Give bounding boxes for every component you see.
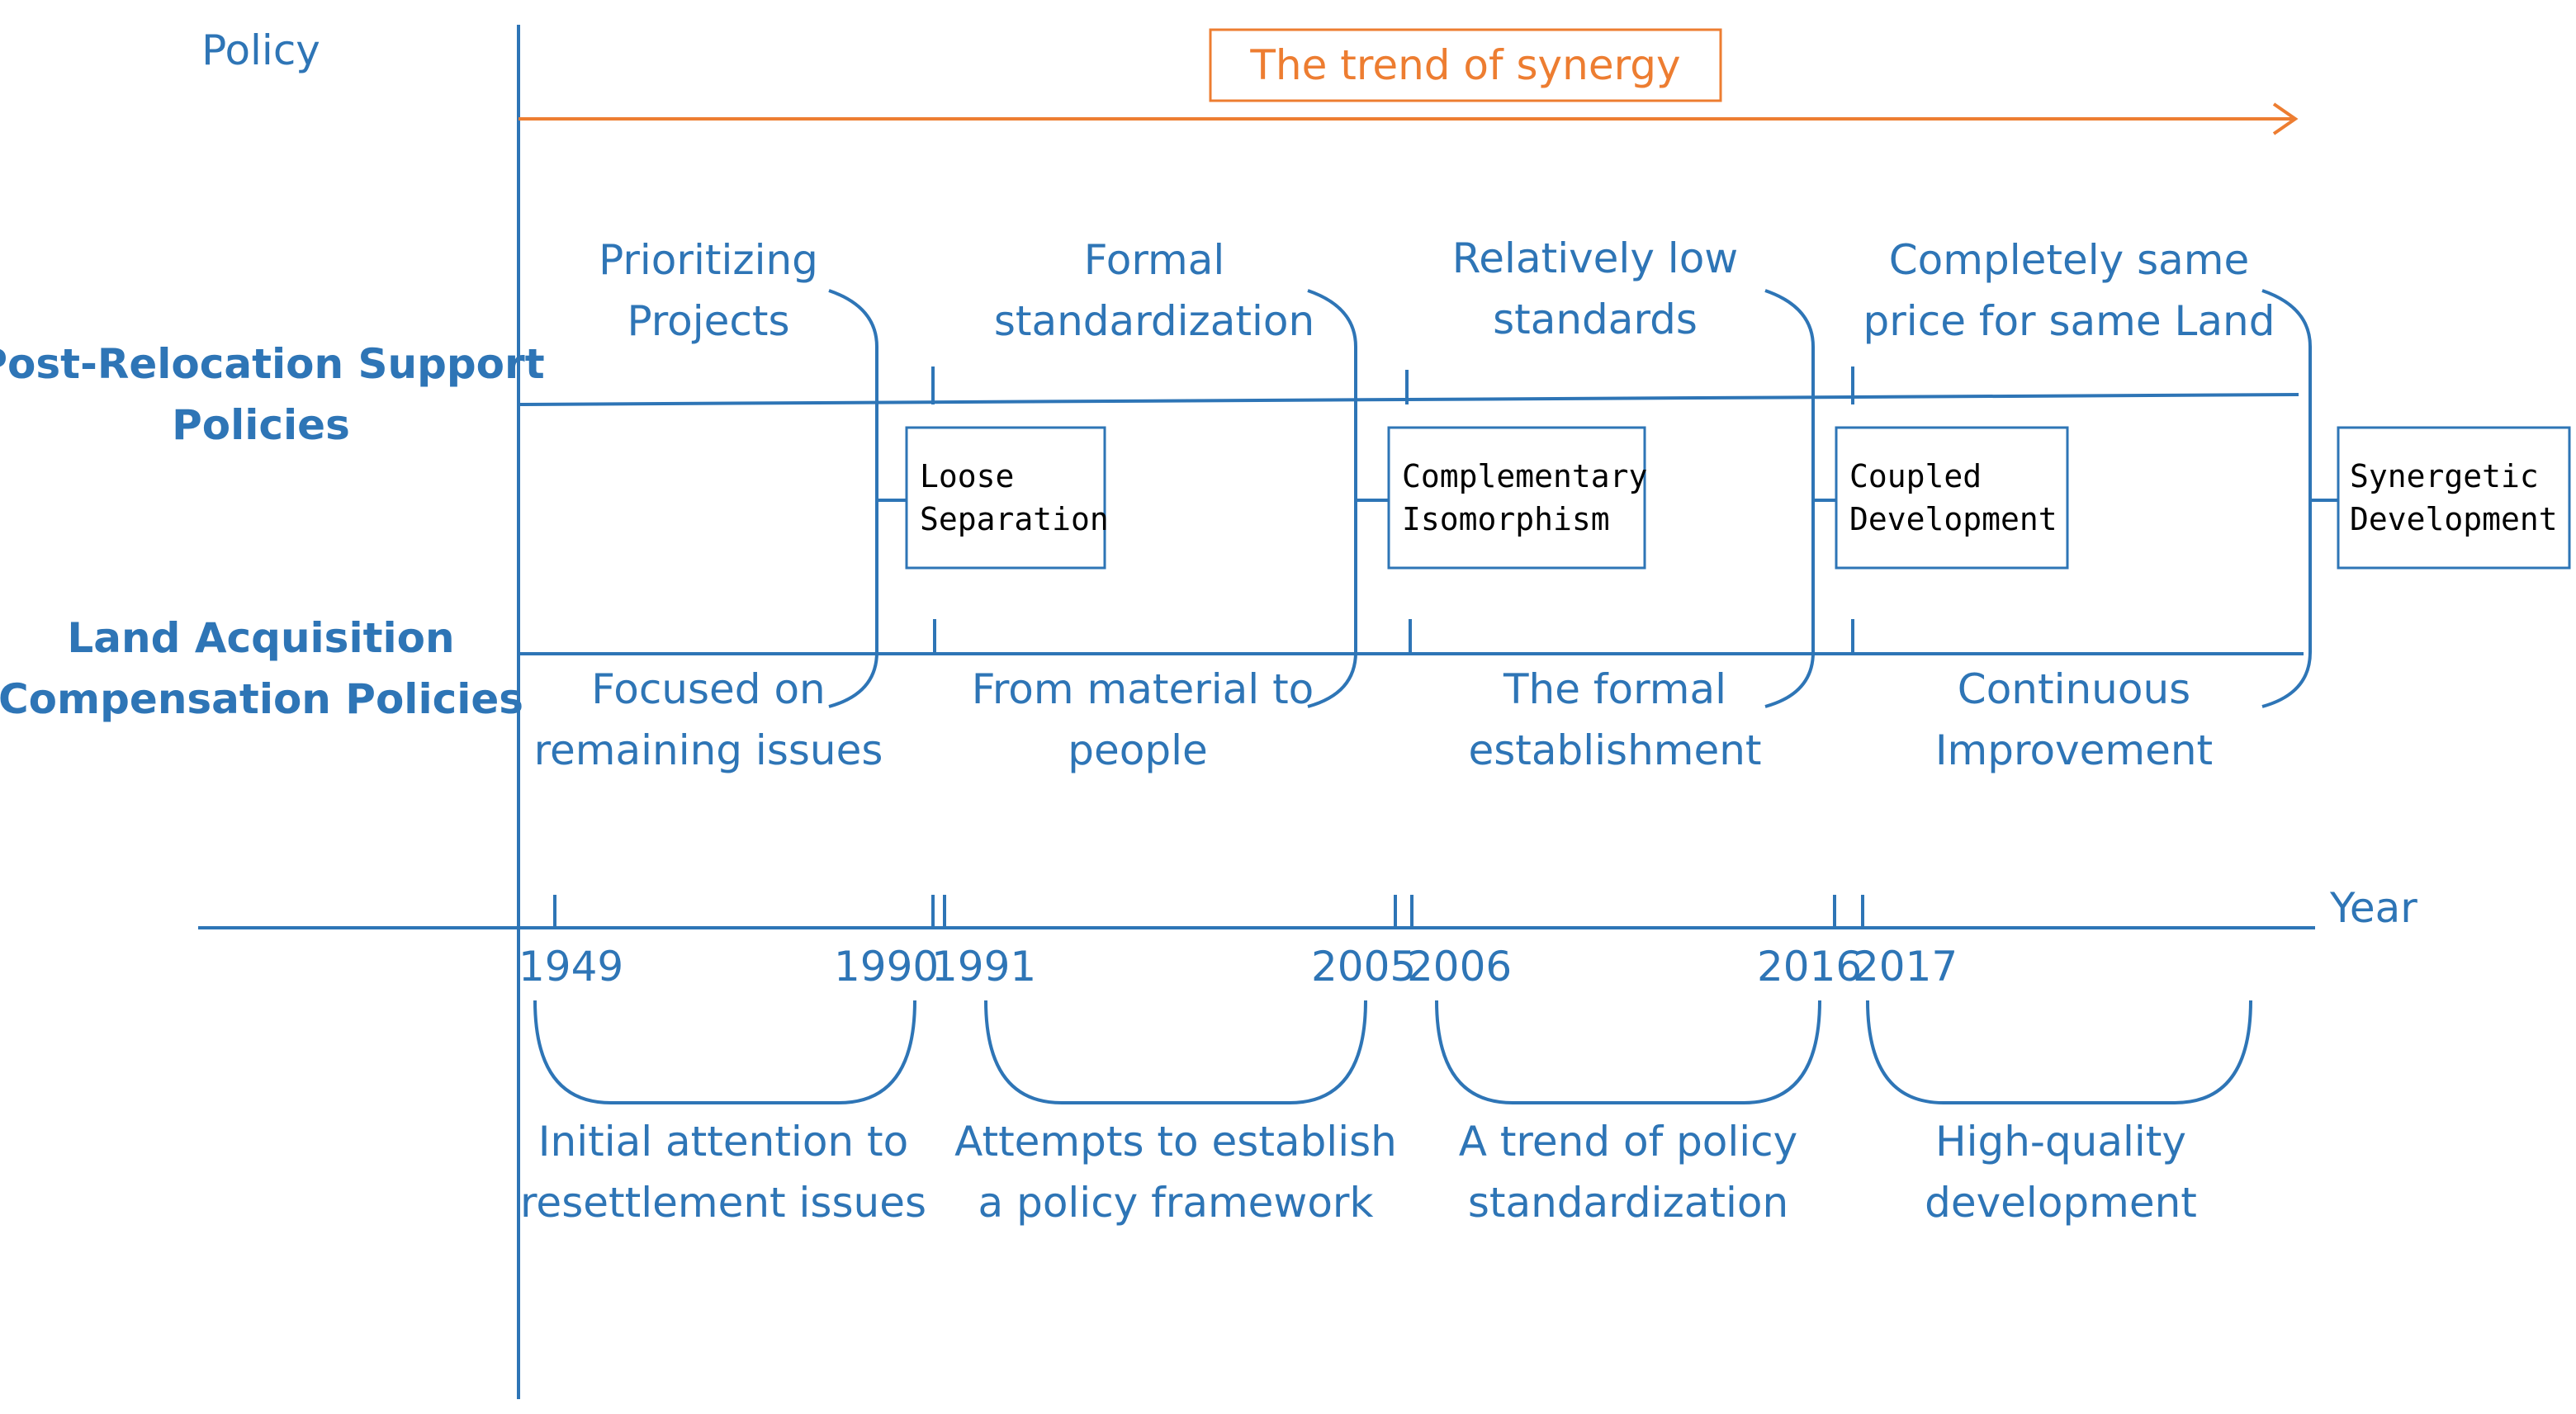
stage-bracket xyxy=(828,289,878,708)
compensation-label-3-line1: The formal xyxy=(1503,665,1726,713)
trend-label: The trend of synergy xyxy=(1249,41,1680,89)
support-label-2-line2: standardization xyxy=(994,297,1314,345)
period-label-4-line1: High-quality xyxy=(1935,1118,2186,1166)
year-label-1949: 1949 xyxy=(519,943,623,991)
period-label-2-line1: Attempts to establish xyxy=(954,1118,1397,1166)
period-brace xyxy=(984,1000,1367,1104)
period-label-1-line2: resettlement issues xyxy=(520,1179,926,1227)
row-header-support: Post-Relocation Support Policies xyxy=(0,340,545,449)
period-labels: Initial attention to resettlement issues… xyxy=(520,1118,2197,1227)
stage-coupled-development-line2: Development xyxy=(1849,501,2057,537)
stage-coupled-development-line1: Coupled xyxy=(1849,458,1982,494)
stage-synergetic-development-line1: Synergetic xyxy=(2350,458,2539,494)
row-header-compensation-line1: Land Acquisition xyxy=(67,614,454,662)
support-label-2-line1: Formal xyxy=(1084,236,1224,284)
support-label-3-line1: Relatively low xyxy=(1452,234,1738,282)
period-label-3-line1: A trend of policy xyxy=(1459,1118,1798,1166)
compensation-labels: Focused on remaining issues From materia… xyxy=(534,665,2214,774)
row-header-compensation: Land Acquisition Compensation Policies xyxy=(0,614,523,723)
stage-loose-separation-line1: Loose xyxy=(920,458,1014,494)
period-brace xyxy=(1866,1000,2252,1104)
trend-box xyxy=(1209,28,1722,102)
compensation-label-1-line2: remaining issues xyxy=(534,726,883,774)
stage-loose-separation-line2: Separation xyxy=(920,501,1109,537)
stage-bracket xyxy=(1764,289,1815,708)
year-label-1990: 1990 xyxy=(834,943,939,991)
year-label-2016: 2016 xyxy=(1757,943,1862,991)
stage-bracket xyxy=(2261,289,2312,708)
stage-box xyxy=(1387,426,1646,570)
stage-synergetic-development-line2: Development xyxy=(2350,501,2558,537)
compensation-label-4-line1: Continuous xyxy=(1958,665,2190,713)
compensation-label-4-line2: Improvement xyxy=(1935,726,2213,774)
compensation-label-1-line1: Focused on xyxy=(591,665,825,713)
support-label-1-line2: Projects xyxy=(627,297,789,345)
trend-arrowhead xyxy=(2272,102,2299,135)
period-label-1-line1: Initial attention to xyxy=(538,1118,908,1166)
policy-line-ticks xyxy=(931,367,1854,654)
compensation-label-2-line2: people xyxy=(1068,726,1207,774)
stage-box xyxy=(2337,426,2571,570)
stage-complementary-isomorphism: Complementary Isomorphism xyxy=(1387,426,1647,570)
y-axis-label: Policy xyxy=(201,26,320,74)
compensation-label-3-line2: establishment xyxy=(1468,726,1761,774)
x-axis-label: Year xyxy=(2329,884,2417,932)
row-header-support-line2: Policies xyxy=(172,401,350,449)
period-brace xyxy=(533,1000,916,1104)
year-labels: 1949 1990 1991 2005 2006 2016 2017 xyxy=(519,943,1958,991)
period-brace xyxy=(1435,1000,1821,1104)
support-labels: Prioritizing Projects Formal standardiza… xyxy=(599,234,2275,345)
row-header-compensation-line2: Compensation Policies xyxy=(0,675,523,723)
period-label-4-line2: development xyxy=(1925,1179,2197,1227)
stage-coupled-development: Coupled Development xyxy=(1835,426,2069,570)
stage-synergetic-development: Synergetic Development xyxy=(2337,426,2571,570)
period-label-2-line2: a policy framework xyxy=(978,1179,1374,1227)
period-label-3-line2: standardization xyxy=(1468,1179,1788,1227)
stage-loose-separation: Loose Separation xyxy=(905,426,1109,570)
year-label-2005: 2005 xyxy=(1311,943,1416,991)
stage-complementary-isomorphism-line2: Isomorphism xyxy=(1402,501,1610,537)
row-header-support-line1: Post-Relocation Support xyxy=(0,340,545,388)
stage-bracket xyxy=(1307,289,1357,708)
stage-brackets xyxy=(828,289,2338,708)
stage-box xyxy=(905,426,1106,570)
stage-box xyxy=(1835,426,2069,570)
year-label-2006: 2006 xyxy=(1407,943,1512,991)
support-label-1-line1: Prioritizing xyxy=(599,236,818,284)
period-braces xyxy=(533,1000,2252,1104)
year-label-1991: 1991 xyxy=(931,943,1036,991)
compensation-label-2-line1: From material to xyxy=(972,665,1314,713)
stage-complementary-isomorphism-line1: Complementary xyxy=(1402,458,1647,494)
year-ticks xyxy=(553,895,1864,928)
support-label-3-line2: standards xyxy=(1493,296,1698,343)
year-label-2017: 2017 xyxy=(1853,943,1958,991)
support-label-4-line1: Completely same xyxy=(1889,236,2250,284)
support-label-4-line2: price for same Land xyxy=(1863,297,2275,345)
